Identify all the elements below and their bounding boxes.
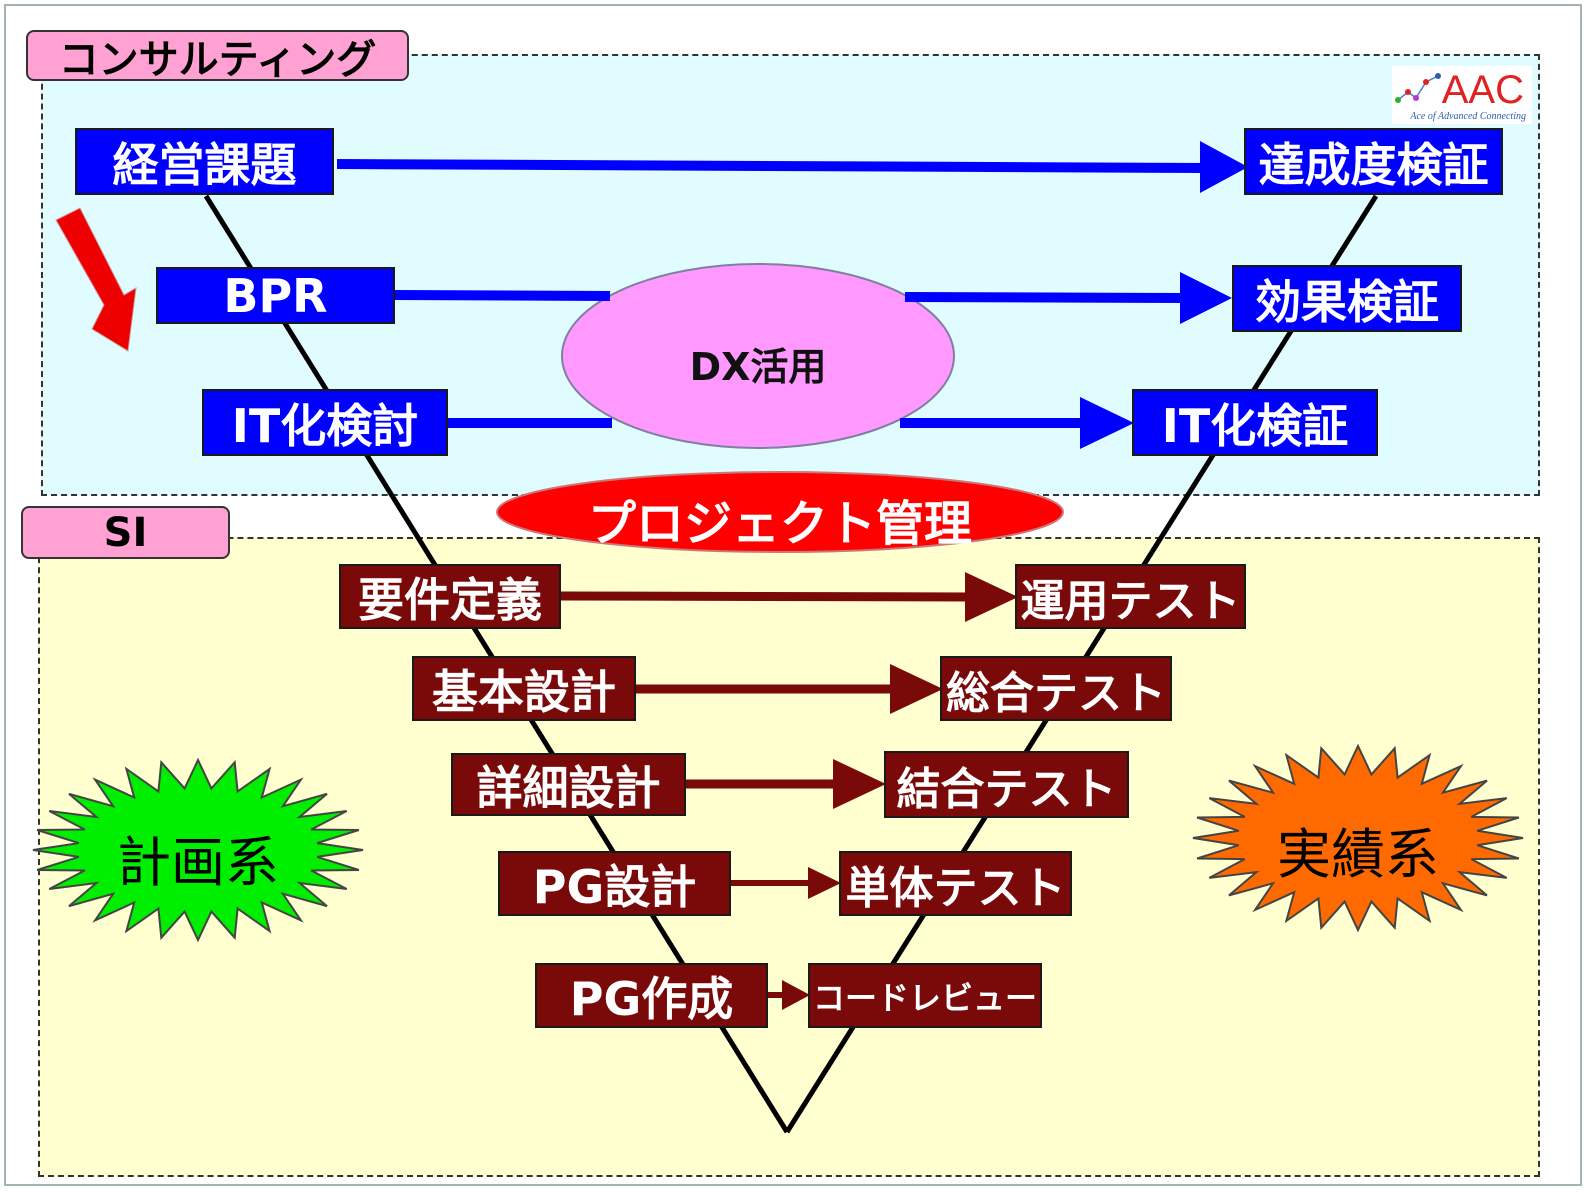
box-label: 詳細設計 — [476, 760, 661, 815]
box-label: PG作成 — [569, 971, 734, 1026]
maroon-arrow-4 — [730, 867, 841, 899]
box-label: 結合テスト — [896, 763, 1117, 815]
dx-label: DX活用 — [689, 345, 827, 389]
maroon-arrow-1 — [559, 572, 1018, 622]
box-achievement-check: 達成度検証 — [1244, 128, 1503, 195]
logo-letters: AAC — [1441, 68, 1524, 112]
box-label: 運用テスト — [1020, 575, 1241, 627]
maroon-arrow-2 — [634, 664, 943, 714]
box-label: 単体テスト — [845, 862, 1066, 914]
box-operation-test: 運用テスト — [1015, 564, 1246, 629]
outer-frame — [4, 4, 1582, 1186]
box-basic-design: 基本設計 — [412, 656, 636, 721]
plan-burst-label: 計画系 — [117, 831, 279, 894]
logo-dots-icon — [1395, 73, 1441, 103]
box-label: 要件定義 — [358, 572, 542, 627]
blue-arrow-1 — [336, 141, 1248, 193]
box-label: PG設計 — [532, 859, 697, 914]
maroon-arrow-3 — [684, 759, 886, 809]
result-burst-label: 実績系 — [1277, 823, 1439, 886]
box-label: IT化検証 — [1161, 398, 1349, 453]
box-label: BPR — [223, 268, 328, 323]
box-label: 経営課題 — [112, 137, 297, 192]
box-code-review: コードレビュー — [808, 963, 1042, 1028]
box-label: 効果検証 — [1255, 274, 1439, 329]
box-combined-test: 結合テスト — [884, 751, 1129, 818]
box-it-check: IT化検証 — [1132, 389, 1378, 456]
box-requirements: 要件定義 — [339, 564, 561, 629]
box-bpr: BPR — [156, 267, 395, 324]
box-detail-design: 詳細設計 — [451, 753, 686, 816]
box-label: IT化検討 — [231, 398, 419, 453]
blue-arrow-2 — [393, 272, 1232, 324]
box-integration-test: 総合テスト — [940, 656, 1172, 721]
consulting-tag: コンサルティング — [26, 30, 409, 83]
box-label: 基本設計 — [432, 664, 616, 719]
project-management-oval — [496, 471, 1064, 553]
red-down-arrow — [55, 207, 137, 352]
result-burst — [1192, 743, 1524, 933]
box-management-issues: 経営課題 — [75, 128, 334, 195]
box-it-study: IT化検討 — [202, 389, 448, 456]
box-unit-test: 単体テスト — [839, 851, 1072, 916]
project-management-label: プロジェクト管理 — [587, 496, 972, 552]
si-tag: SI — [21, 506, 230, 559]
plan-burst — [32, 757, 364, 943]
maroon-arrow-5 — [766, 980, 810, 1010]
dx-oval — [561, 263, 955, 449]
aac-logo: AAC Ace of Advanced Connecting — [1392, 66, 1532, 124]
logo-tagline: Ace of Advanced Connecting — [1410, 111, 1526, 122]
box-label: コードレビュー — [812, 978, 1037, 1017]
blue-arrow-3 — [446, 397, 1134, 449]
box-label: 総合テスト — [946, 667, 1166, 719]
box-pg-creation: PG作成 — [535, 963, 768, 1028]
box-label: 達成度検証 — [1258, 137, 1489, 192]
box-effect-check: 効果検証 — [1232, 265, 1462, 332]
box-pg-design: PG設計 — [498, 851, 731, 916]
